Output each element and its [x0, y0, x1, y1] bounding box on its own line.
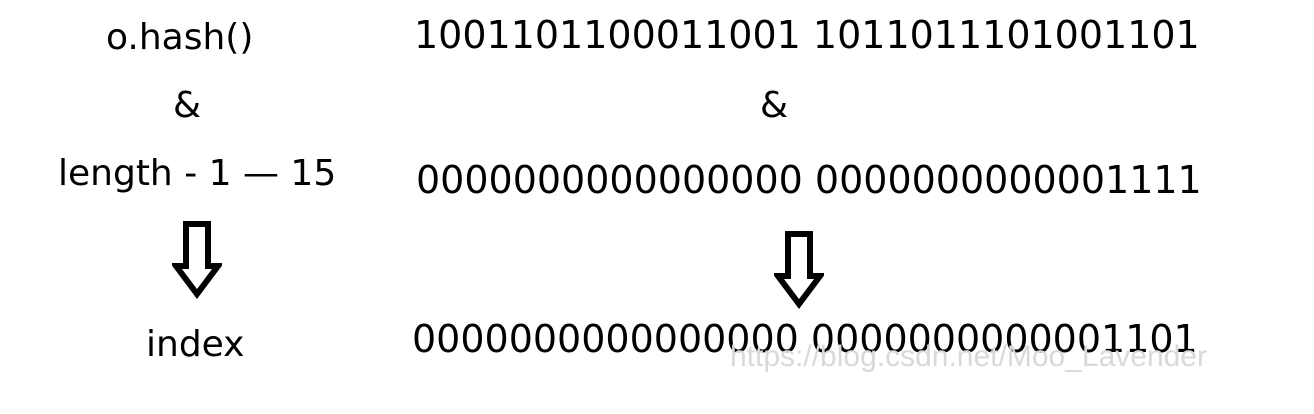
- down-arrow-icon: [172, 221, 222, 299]
- and-symbol-left: &: [173, 85, 202, 126]
- result-label: index: [146, 324, 245, 365]
- hash-bits: 1001101100011001 1011011101001101: [414, 13, 1200, 57]
- down-arrow-icon: [774, 231, 824, 309]
- result-bits: 0000000000000000 0000000000001101: [412, 317, 1198, 361]
- and-symbol-right: &: [760, 85, 789, 126]
- watermark: https://blog.csdn.net/Moo_Lavender: [730, 340, 1207, 373]
- hash-label: o.hash(): [106, 17, 254, 58]
- mask-bits: 0000000000000000 0000000000001111: [416, 158, 1202, 202]
- mask-label: length - 1 — 15: [58, 153, 337, 194]
